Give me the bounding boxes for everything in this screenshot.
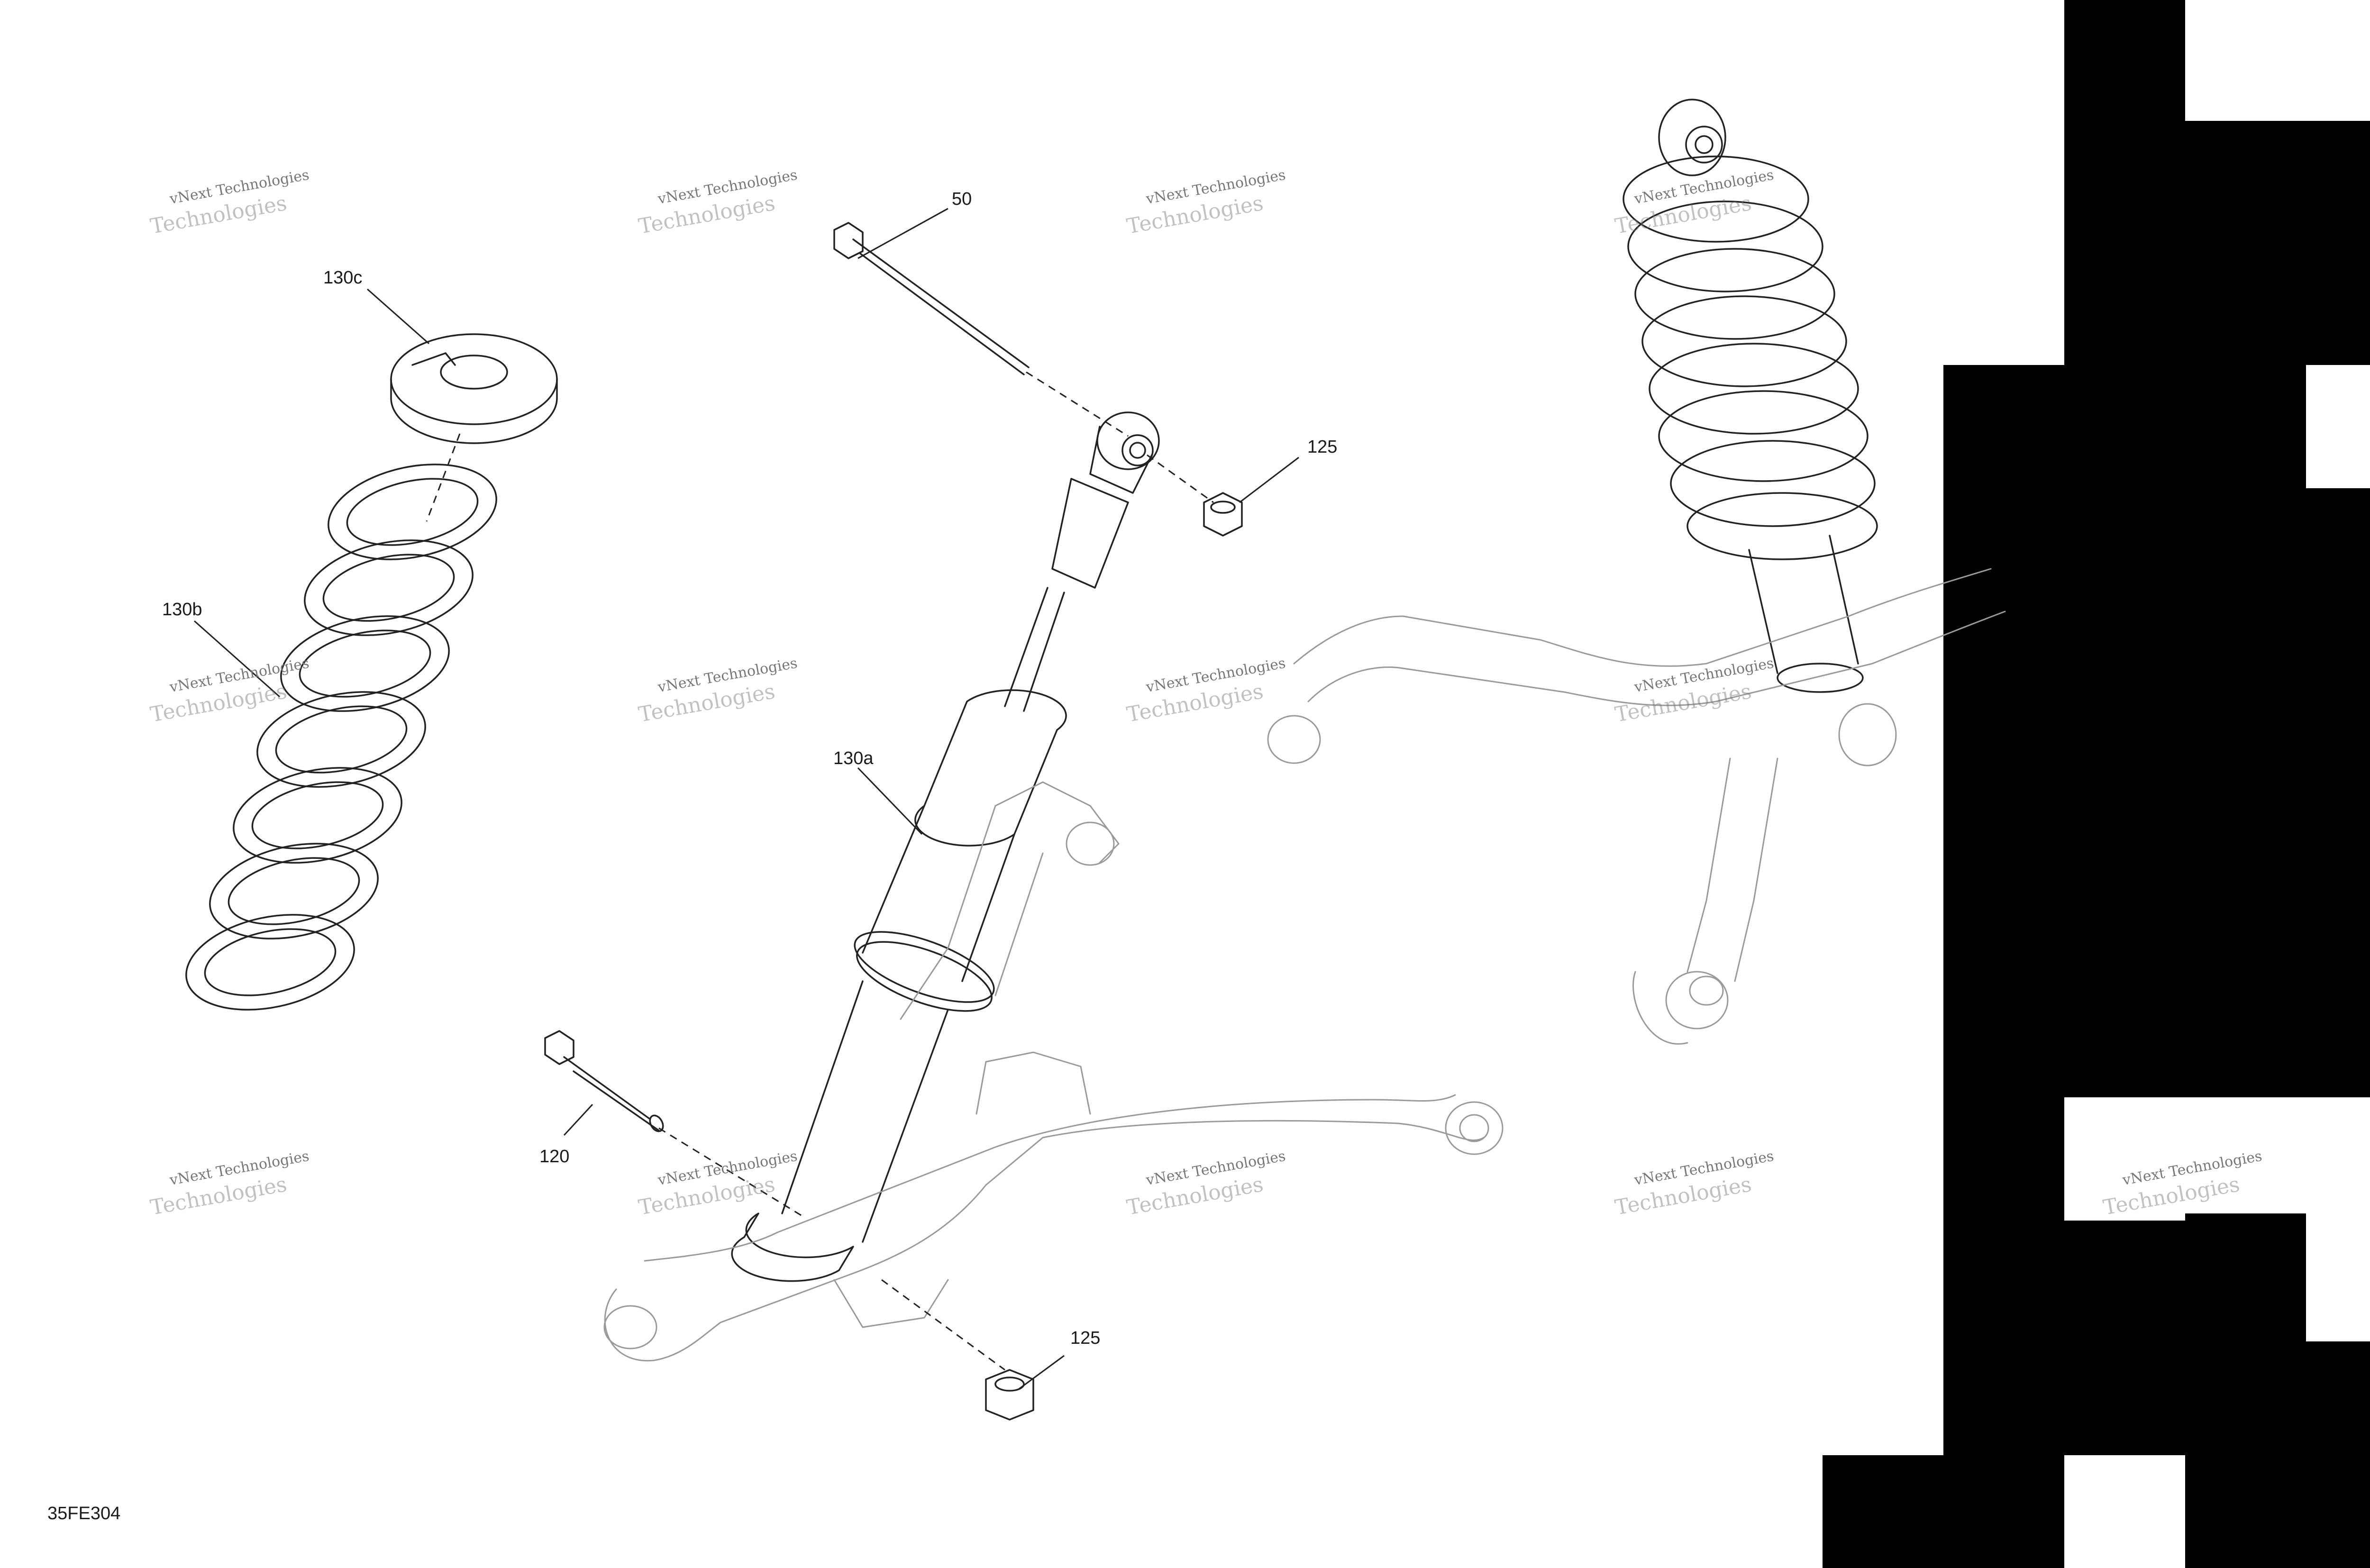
diagram-code: 35FE304	[47, 1504, 120, 1523]
leader-125-lower	[1019, 1355, 1065, 1390]
bolt-50	[833, 222, 1030, 375]
axis-line	[1026, 371, 1129, 437]
leader-125-upper	[1239, 456, 1299, 503]
leader-50	[857, 208, 948, 259]
nut-125-lower	[985, 1369, 1034, 1421]
callout-130b: 130b	[162, 600, 202, 620]
callout-120: 120	[539, 1147, 569, 1167]
axis-line	[1147, 454, 1214, 503]
leader-120	[563, 1103, 593, 1136]
callout-130a: 130a	[833, 748, 874, 768]
leader-130a	[857, 767, 923, 835]
callout-50: 50	[952, 189, 972, 209]
callout-125-lower: 125	[1070, 1328, 1100, 1348]
leader-130c	[367, 288, 429, 345]
axis-line	[426, 433, 461, 522]
axis-line	[881, 1279, 1005, 1371]
nut-125-upper	[1203, 492, 1243, 537]
lower-a-arm	[603, 781, 1504, 1362]
leader-130b	[194, 620, 280, 698]
assembled-suspension-view	[1267, 99, 2006, 1045]
spring-retainer-130c	[390, 333, 558, 444]
axis-line	[658, 1127, 806, 1219]
qr-code-pattern	[1823, 0, 2370, 1568]
coil-spring-130b	[185, 464, 497, 1011]
callout-130c: 130c	[323, 268, 362, 288]
shock-absorber-130a	[731, 411, 1160, 1282]
bolt-120	[544, 1030, 664, 1132]
callout-125-upper: 125	[1307, 437, 1337, 457]
